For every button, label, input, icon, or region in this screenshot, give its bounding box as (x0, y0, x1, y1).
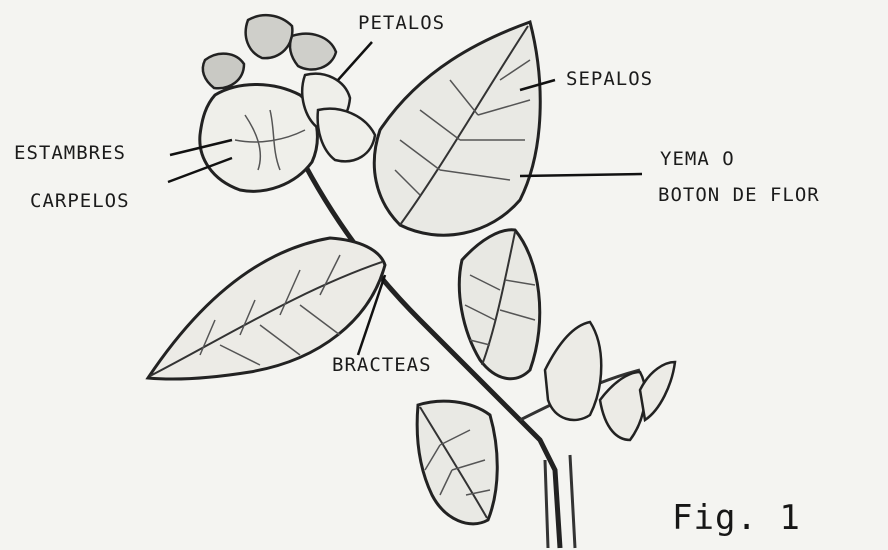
small-right-leaves (545, 322, 675, 440)
label-estambres: ESTAMBRES (14, 144, 126, 163)
figure-caption: Fig. 1 (672, 498, 801, 538)
label-yema-line2: BOTON DE FLOR (658, 186, 820, 205)
leader-petalos (338, 42, 372, 80)
label-sepalos: SEPALOS (566, 70, 653, 89)
middle-leaf (459, 230, 539, 379)
label-bracteas: BRACTEAS (332, 356, 432, 375)
label-petalos: PETALOS (358, 14, 445, 33)
label-carpelos: CARPELOS (30, 192, 130, 211)
label-yema-line1: YEMA O (660, 150, 735, 169)
bottom-leaf (417, 401, 497, 524)
flower-cluster (200, 15, 375, 191)
leader-yema (520, 174, 642, 176)
upper-leaf (374, 22, 540, 235)
